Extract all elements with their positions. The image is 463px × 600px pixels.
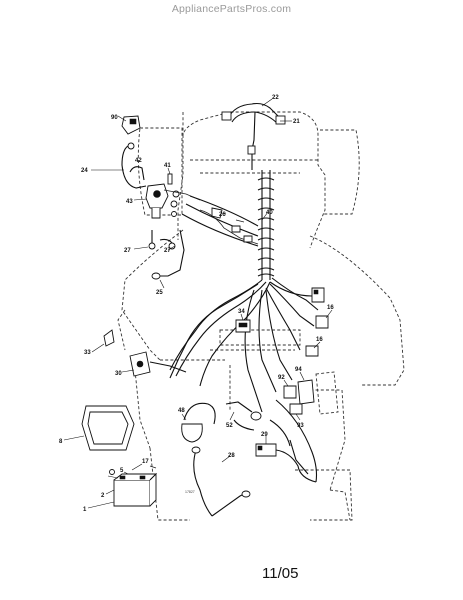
callout-33: 33 — [84, 350, 91, 356]
callout-8: 8 — [59, 439, 63, 445]
headlight-connector-left — [221, 111, 232, 121]
battery-assembly — [63, 405, 158, 509]
callout-5: 5 — [120, 468, 124, 474]
callout-26: 26 — [219, 212, 226, 218]
date-code: 11/05 — [262, 565, 299, 582]
callout-27b: 27 — [164, 248, 171, 254]
tractor-outline — [117, 111, 405, 521]
callout-17: 17 — [142, 459, 149, 465]
component-34 — [235, 313, 251, 333]
callout-34: 34 — [238, 309, 245, 315]
callout-48: 48 — [178, 408, 185, 414]
callout-16a: 16 — [327, 305, 334, 311]
component-28-29 — [191, 399, 318, 517]
headlight-connector-right — [275, 115, 286, 125]
callout-29: 29 — [261, 432, 268, 438]
callout-16b: 16 — [316, 337, 323, 343]
callout-94: 94 — [295, 367, 302, 373]
callout-43: 43 — [126, 199, 133, 205]
callout-92: 92 — [278, 375, 285, 381]
callout-1: 1 — [83, 507, 87, 513]
main-harness — [169, 170, 323, 413]
callout-28: 28 — [228, 453, 235, 459]
component-48-52 — [181, 401, 262, 443]
callout-52: 52 — [226, 423, 233, 429]
callout-42: 42 — [135, 158, 142, 164]
component-30-33 — [91, 329, 187, 377]
callout-27a: 27 — [124, 248, 131, 254]
callout-30: 30 — [115, 371, 122, 377]
callout-40: 40 — [266, 210, 273, 216]
callout-24: 24 — [81, 168, 88, 174]
part-number-stamp: 17827 — [185, 490, 195, 494]
ignition-switch — [91, 115, 201, 219]
callout-labels: 22 21 90 24 42 41 43 27 26 40 27 25 34 1… — [59, 95, 334, 513]
callout-90: 90 — [111, 115, 118, 121]
callout-2: 2 — [101, 493, 105, 499]
callout-25: 25 — [156, 290, 163, 296]
callout-41: 41 — [164, 163, 171, 169]
callout-21: 21 — [293, 119, 300, 125]
ground-straps — [133, 229, 185, 289]
callout-22: 22 — [272, 95, 279, 101]
callout-93: 93 — [297, 423, 304, 429]
watermark: AppliancePartsPros.com — [171, 3, 292, 15]
right-connectors — [283, 287, 339, 421]
headlight-harness — [221, 98, 292, 170]
